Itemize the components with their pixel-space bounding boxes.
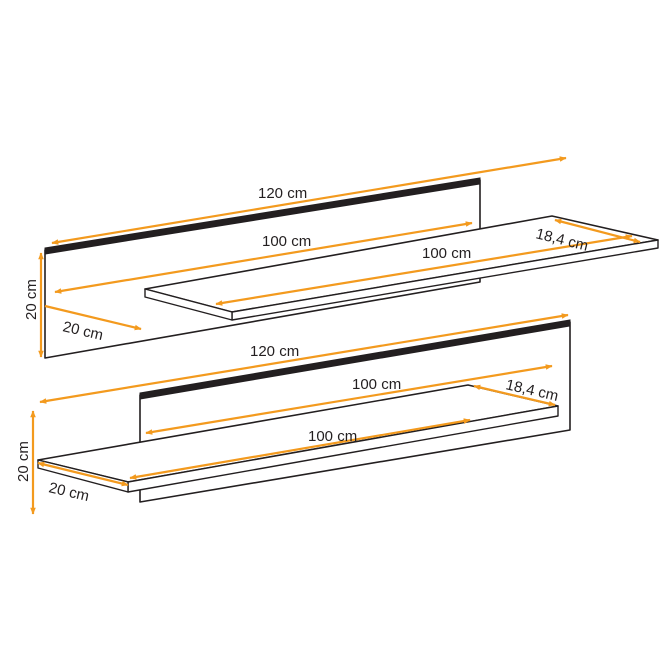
bottom-width-dimension-line [39,313,569,404]
top-inner-width-label: 100 cm [262,233,311,250]
bottom-shelf [37,319,571,503]
top-height-label: 20 cm [23,279,40,320]
top-board-depth-dimension-line [554,218,641,244]
bottom-depth-label: 20 cm [47,479,91,505]
bottom-inner-width-label: 100 cm [352,376,401,393]
bottom-dimensions [30,313,569,515]
bottom-width-label: 120 cm [250,343,299,360]
top-dimensions [38,156,641,358]
top-board-width-label: 100 cm [422,245,471,262]
bottom-board-width-label: 100 cm [308,428,357,445]
bottom-board-width-dimension-line [129,418,471,480]
bottom-depth-dimension-line [37,461,129,487]
top-width-label: 120 cm [258,185,307,202]
bottom-height-label: 20 cm [15,441,32,482]
bottom-board-depth-dimension-line [473,384,556,407]
top-board-width-dimension-line [215,234,633,306]
